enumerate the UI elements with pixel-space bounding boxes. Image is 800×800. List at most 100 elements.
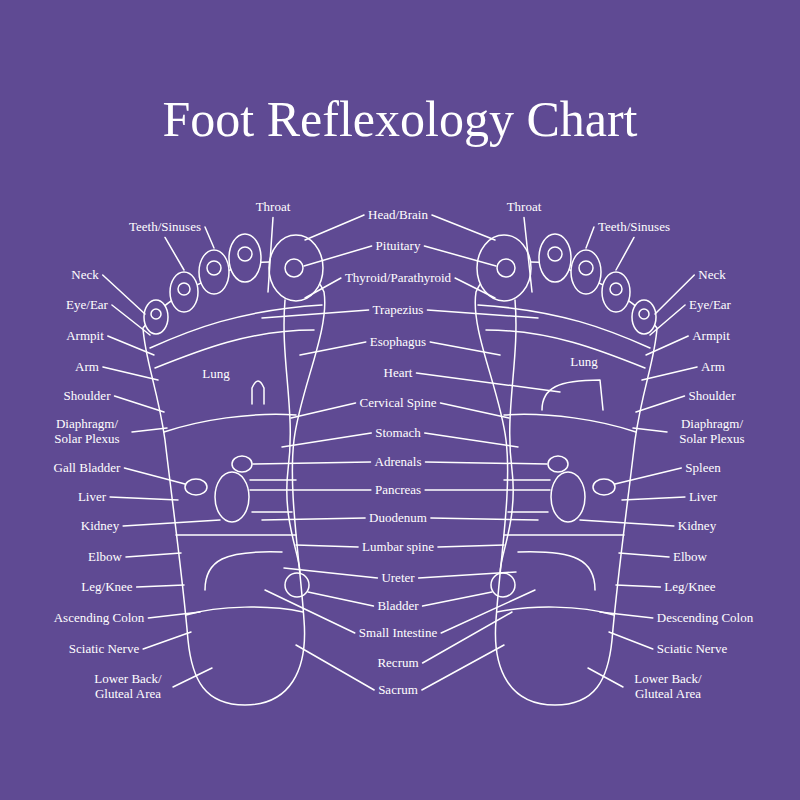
leader-line [438,545,504,547]
leader-line [432,215,495,240]
zone-label: Duodenum [369,511,427,526]
zone-label: Armpit [66,329,104,344]
leader-line [143,632,191,649]
leader-line [655,275,694,314]
zone-label: Shoulder [64,389,111,404]
leader-line [642,367,697,380]
leader-line [265,590,355,633]
leader-line [423,592,492,606]
leader-line [110,497,178,500]
leader-line [308,592,373,606]
zone-label: Leg/Knee [81,580,132,595]
zone-label: Gall Bladder [54,461,121,476]
leader-line [250,489,371,491]
zone-label: Lung [570,355,597,370]
zone-label: Diaphragm/ Solar Plexus [46,417,128,447]
zone-label: Throat [507,200,542,215]
leader-line [586,227,594,248]
leader-line [123,520,220,526]
zone-label: Thyroid/Parathyroid [345,271,451,286]
leader-line [262,518,365,520]
leader-line [282,433,371,447]
zone-label: Teeth/Sinuses [129,220,201,235]
leader-line [431,518,538,520]
zone-label: Neck [71,268,98,283]
zone-label: Lumbar spine [362,540,434,555]
zone-label: Lung [202,367,229,382]
zone-label: Neck [698,268,725,283]
zone-label: Heart [384,366,413,381]
leader-line [416,373,560,392]
leader-line [615,468,681,484]
zone-label: Spleen [685,461,720,476]
zone-label: Cervical Spine [360,396,437,411]
leader-line [646,336,688,355]
zone-label: Armpit [692,329,730,344]
zone-label: Ureter [381,571,414,586]
heart-zone [542,380,603,410]
leader-line [112,305,150,335]
zone-label: Leg/Knee [664,580,715,595]
zone-label: Elbow [673,550,707,565]
leader-line [173,668,212,687]
zone-label: Bladder [377,599,418,614]
leader-line [650,305,685,335]
right-foot [475,234,657,705]
zone-label: Diaphragm/ Solar Plexus [671,417,753,447]
leader-line [205,227,214,248]
leader-line [616,585,660,587]
leader-line [441,590,535,633]
leader-line [268,217,273,292]
leader-line [124,468,185,484]
leader-line [305,215,364,240]
leader-line [616,237,634,270]
zone-label: Kidney [678,519,716,534]
zone-label: Kidney [81,519,119,534]
leader-line [148,612,200,618]
zone-label: Eye/Ear [689,298,731,313]
zone-label: Esophagus [370,335,426,350]
zone-label: Sacrum [378,683,418,698]
zone-label: Pituitary [376,239,421,254]
leader-line [103,275,145,314]
leader-line [600,612,653,618]
zone-mark [252,381,264,404]
leader-line [108,336,154,355]
leader-line [126,553,181,557]
zone-label: Sciatic Nerve [657,642,727,657]
leader-line [425,489,550,491]
leader-line [300,342,366,355]
leader-line [132,428,167,432]
zone-label: Stomach [375,426,421,441]
zone-label: Eye/Ear [66,298,108,313]
zone-label: Head/Brain [368,208,428,223]
leader-line [296,645,374,690]
leader-line [137,585,184,587]
zone-label: Recrum [377,656,418,671]
leader-line [165,237,184,270]
leader-line [304,246,372,266]
leader-line [284,568,377,578]
leader-line [103,367,158,380]
leader-line [619,553,669,557]
leader-line [253,462,371,464]
leader-line [588,668,623,687]
leader-line [524,217,532,292]
leader-line [440,403,509,418]
leader-line [580,520,674,526]
leader-line [291,403,356,418]
leader-line [262,310,369,318]
leader-line [455,278,495,298]
zone-label: Adrenals [375,455,422,470]
leader-line [609,632,653,649]
zone-label: Shoulder [689,389,736,404]
zone-label: Lower Back/ Gluteal Area [627,672,709,702]
leader-line [633,428,667,432]
leader-line [622,497,685,500]
left-foot [143,234,325,705]
zone-label: Trapezius [373,303,424,318]
zone-label: Arm [701,360,725,375]
zone-label: Teeth/Sinuses [598,220,670,235]
leader-line [636,396,685,412]
